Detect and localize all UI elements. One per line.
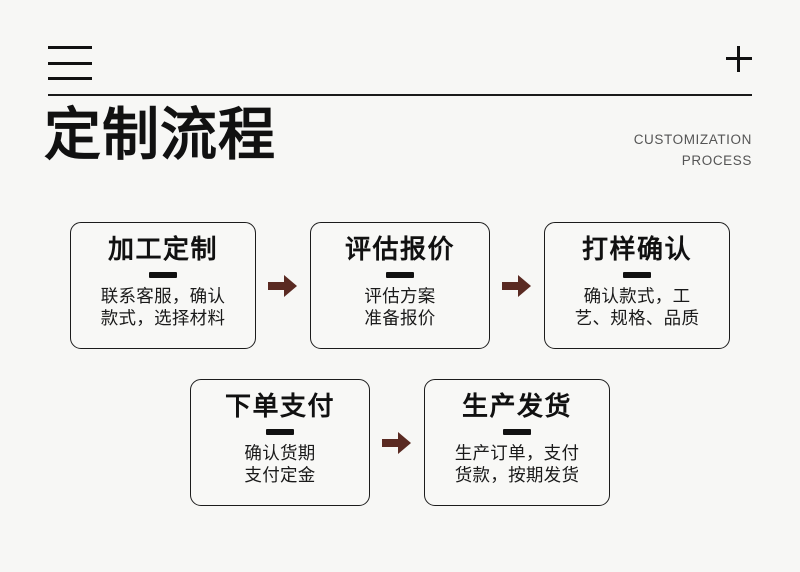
process-row-2: 下单支付 确认货期 支付定金 生产发货 生产订单，支付 货款，按期发货 [0,379,800,506]
step-description: 联系客服，确认 款式，选择材料 [100,285,226,329]
arrow-right-icon [268,273,298,299]
subtitle-line-1: CUSTOMIZATION [633,132,752,147]
step-description: 评估方案 准备报价 [364,285,436,329]
hamburger-line [48,46,92,49]
step-divider [266,428,294,435]
process-step-card[interactable]: 下单支付 确认货期 支付定金 [190,379,370,506]
page-header: 定制流程 CUSTOMIZATION PROCESS [44,40,752,194]
arrow-right-icon [502,273,532,299]
step-divider [623,271,651,278]
step-title: 生产发货 [461,391,572,421]
step-description: 生产订单，支付 货款，按期发货 [454,442,580,486]
hamburger-line [48,77,92,80]
step-title: 加工定制 [107,234,218,264]
step-divider [503,428,531,435]
plus-icon[interactable] [726,46,752,72]
step-title: 打样确认 [581,234,692,264]
step-description: 确认款式，工 艺、规格、品质 [574,285,700,329]
step-title: 评估报价 [344,234,455,264]
subtitle-line-2: PROCESS [681,152,752,168]
hamburger-line [48,61,92,65]
process-row-1: 加工定制 联系客服，确认 款式，选择材料 评估报价 评估方案 准备报价 [0,222,800,349]
process-step-card[interactable]: 评估报价 评估方案 准备报价 [310,222,490,349]
arrow-right-icon [382,430,412,456]
header-title-area: 定制流程 CUSTOMIZATION PROCESS [44,105,752,194]
hamburger-icon[interactable] [48,46,92,80]
step-divider [386,271,414,278]
header-divider [48,94,752,96]
process-step-card[interactable]: 打样确认 确认款式，工 艺、规格、品质 [544,222,730,349]
header-top-bar [48,40,752,90]
process-flow: 加工定制 联系客服，确认 款式，选择材料 评估报价 评估方案 准备报价 [0,222,800,506]
page-subtitle-english: CUSTOMIZATION PROCESS [634,130,752,172]
step-divider [149,271,177,278]
step-title: 下单支付 [224,391,335,421]
step-description: 确认货期 支付定金 [244,442,316,486]
process-step-card[interactable]: 加工定制 联系客服，确认 款式，选择材料 [70,222,256,349]
page-title: 定制流程 [44,103,276,167]
process-step-card[interactable]: 生产发货 生产订单，支付 货款，按期发货 [424,379,610,506]
